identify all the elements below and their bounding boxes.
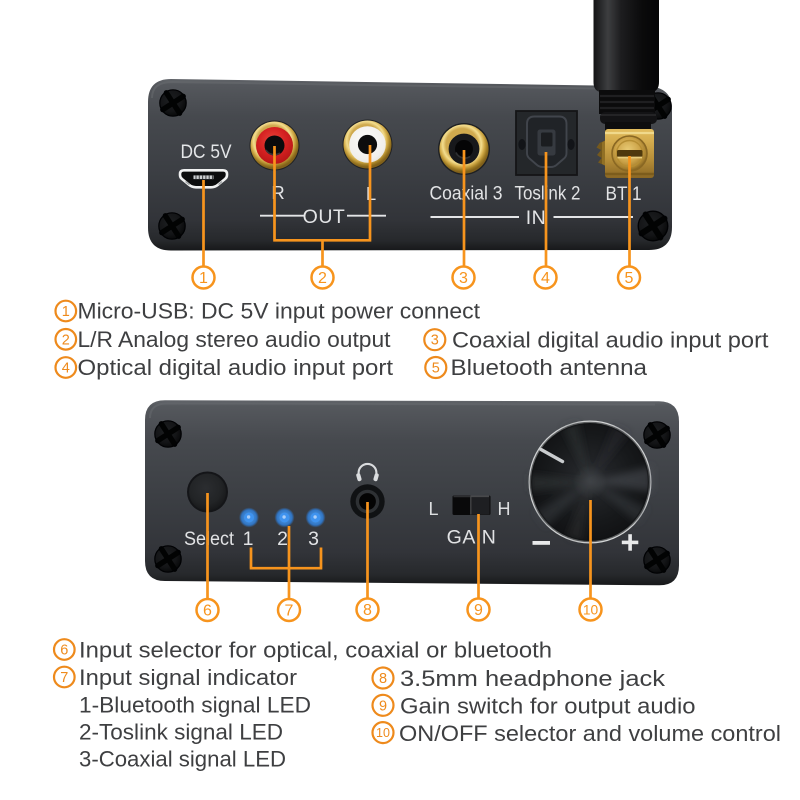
svg-text:10: 10	[376, 726, 390, 740]
svg-text:9: 9	[379, 698, 387, 714]
svg-text:L/R Analog stereo audio output: L/R Analog stereo audio output	[78, 327, 391, 352]
svg-text:Input signal indicator: Input signal indicator	[79, 665, 297, 690]
svg-text:Select: Select	[184, 528, 235, 550]
svg-text:ON/OFF selector and volume con: ON/OFF selector and volume control	[399, 721, 781, 746]
svg-text:8: 8	[379, 671, 387, 687]
svg-text:2-Toslink signal LED: 2-Toslink signal LED	[79, 720, 283, 745]
svg-text:1: 1	[199, 270, 208, 287]
svg-text:9: 9	[474, 602, 483, 619]
svg-text:Gain switch for output audio: Gain switch for output audio	[400, 694, 696, 719]
svg-text:Coaxial digital audio input po: Coaxial digital audio input port	[452, 328, 769, 353]
svg-text:6: 6	[203, 603, 212, 620]
svg-text:3-Coaxial signal LED: 3-Coaxial signal LED	[79, 747, 286, 772]
svg-text:3: 3	[431, 333, 439, 349]
svg-text:4: 4	[541, 270, 550, 287]
svg-text:8: 8	[363, 602, 372, 619]
svg-text:10: 10	[583, 603, 599, 618]
svg-text:Coaxial 3: Coaxial 3	[430, 183, 503, 205]
svg-text:Input selector for optical, co: Input selector for optical, coaxial or b…	[79, 638, 552, 663]
svg-text:1: 1	[62, 304, 70, 320]
svg-text:5: 5	[432, 361, 440, 377]
svg-text:L: L	[428, 499, 438, 519]
svg-text:H: H	[498, 499, 511, 519]
svg-text:2: 2	[62, 332, 70, 348]
svg-text:4: 4	[62, 361, 70, 377]
svg-text:6: 6	[60, 643, 68, 659]
svg-text:OUT: OUT	[303, 206, 346, 228]
svg-text:2: 2	[318, 270, 327, 287]
svg-text:IN: IN	[526, 207, 547, 229]
svg-text:3: 3	[459, 270, 468, 287]
svg-text:DC 5V: DC 5V	[181, 142, 232, 163]
svg-text:7: 7	[60, 670, 68, 686]
svg-text:Optical digital audio input po: Optical digital audio input port	[78, 355, 394, 380]
svg-text:Toslink 2: Toslink 2	[515, 183, 581, 205]
svg-text:GAIN: GAIN	[447, 527, 497, 549]
svg-text:2: 2	[277, 528, 288, 550]
svg-text:3.5mm headphone jack: 3.5mm headphone jack	[400, 666, 666, 691]
svg-text:1: 1	[243, 528, 254, 550]
svg-text:5: 5	[625, 270, 634, 287]
svg-text:BT 1: BT 1	[606, 183, 642, 205]
svg-text:Bluetooth antenna: Bluetooth antenna	[451, 355, 648, 380]
svg-text:7: 7	[285, 603, 294, 620]
svg-text:3: 3	[308, 528, 319, 550]
svg-text:1-Bluetooth signal LED: 1-Bluetooth signal LED	[79, 692, 311, 717]
svg-text:Micro-USB: DC 5V input power c: Micro-USB: DC 5V input power connect	[78, 299, 481, 324]
